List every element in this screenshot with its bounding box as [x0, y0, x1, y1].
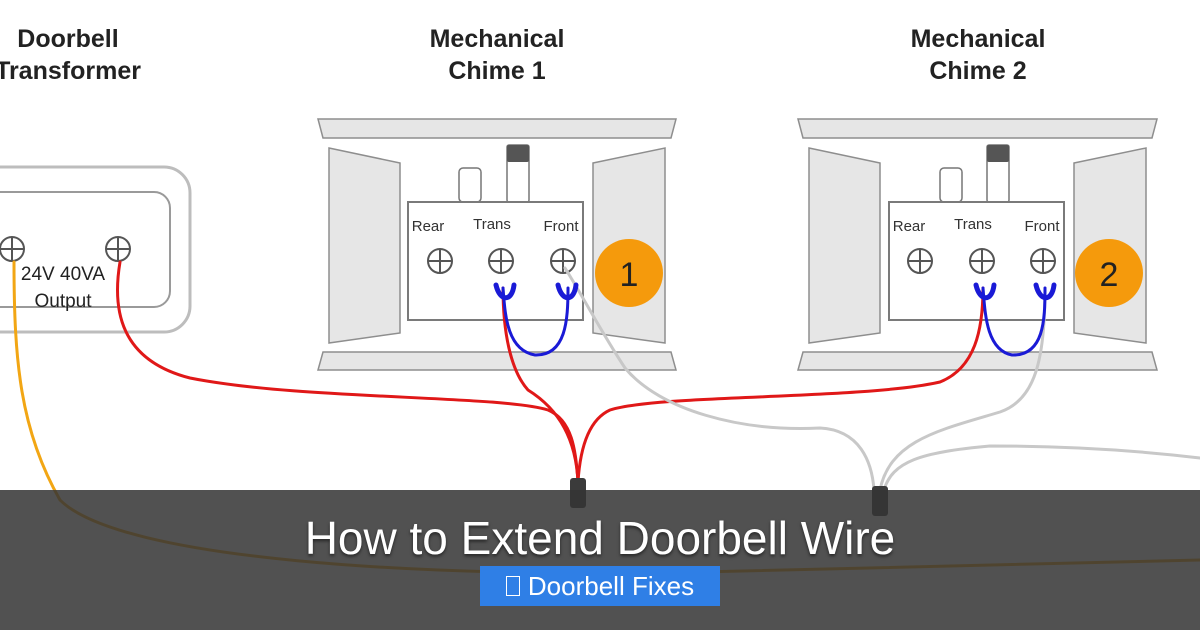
red-wire-transformer: [116, 260, 580, 484]
chime-1-terminal-rear-label: Rear: [412, 218, 445, 235]
chime-2-plunger-cap: [987, 145, 1009, 162]
chime-2-trans-hook: [973, 282, 997, 301]
chime-1-number: 1: [620, 256, 639, 294]
chime-2: Mechanical Chime 2 Rear Trans Front 2: [797, 25, 1158, 371]
category-label: Doorbell Fixes: [527, 570, 695, 601]
chime-1-terminal-front-label: Front: [543, 218, 579, 235]
chime-1-title-line2: Chime 1: [448, 57, 545, 85]
document-icon: [505, 576, 520, 596]
chime-1-plunger-cap: [507, 145, 529, 162]
gray-wire-chime-2-front: [878, 286, 1047, 492]
chime-2-title-line1: Mechanical: [911, 25, 1046, 53]
chime-1-terminal-rear-screw: [427, 248, 453, 274]
chime-2-title-line2: Chime 2: [929, 57, 1026, 85]
article-title: How to Extend Doorbell Wire: [304, 512, 896, 564]
chime-1-terminal-front-screw: [550, 248, 576, 274]
chime-1-top-bar: [317, 118, 677, 139]
chime-1-terminal-trans-label: Trans: [473, 216, 511, 233]
chime-1-front-hook: [555, 282, 579, 301]
gray-wire-to-button: [882, 444, 1200, 492]
chime-2-bottom-bar: [797, 351, 1158, 371]
gray-wire-chime-1-front: [563, 266, 876, 492]
transformer-face: [0, 191, 171, 308]
transformer-output-line2: Output: [34, 291, 92, 312]
chime-1-title-line1: Mechanical: [430, 25, 565, 53]
chime-2-blue-jumper: [981, 286, 1047, 357]
chime-2-terminal-rear-label: Rear: [893, 218, 926, 235]
transformer-title-line1: Doorbell: [17, 25, 118, 53]
chime-1-plunger-left: [458, 167, 482, 203]
chime-2-terminal-rear-screw: [907, 248, 933, 274]
chime-2-left-tone-bar: [808, 147, 881, 344]
chime-2-terminal-trans-screw: [969, 248, 995, 274]
chime-1: Mechanical Chime 1 Rear Trans Front 1: [317, 25, 677, 371]
chime-2-terminal-front-screw: [1030, 248, 1056, 274]
chime-2-number: 2: [1100, 256, 1119, 294]
transformer-terminal-right: [105, 236, 131, 262]
chime-1-terminal-trans-screw: [488, 248, 514, 274]
transformer-output-line1: 24V 40VA: [21, 264, 105, 285]
chime-1-left-tone-bar: [328, 147, 401, 344]
chime-1-number-badge: [595, 239, 663, 307]
chime-2-terminal-trans-label: Trans: [954, 216, 992, 233]
chime-1-bottom-bar: [317, 351, 677, 371]
chime-1-trans-hook: [493, 282, 517, 301]
caption-overlay: [0, 490, 1200, 630]
chime-2-number-badge: [1075, 239, 1143, 307]
chime-2-front-hook: [1033, 282, 1057, 301]
chime-2-plunger-left: [939, 167, 963, 203]
transformer: Doorbell Transformer 24V 40VA Output: [0, 25, 192, 334]
transformer-title-line2: Transformer: [0, 57, 141, 85]
red-wire-chime-1: [501, 286, 580, 484]
chime-1-blue-jumper: [501, 286, 570, 357]
transformer-terminal-left: [0, 236, 25, 262]
category-badge[interactable]: Doorbell Fixes: [480, 566, 720, 606]
chime-2-top-bar: [797, 118, 1158, 139]
red-wire-chime-2: [576, 286, 985, 484]
chime-2-terminal-front-label: Front: [1024, 218, 1060, 235]
